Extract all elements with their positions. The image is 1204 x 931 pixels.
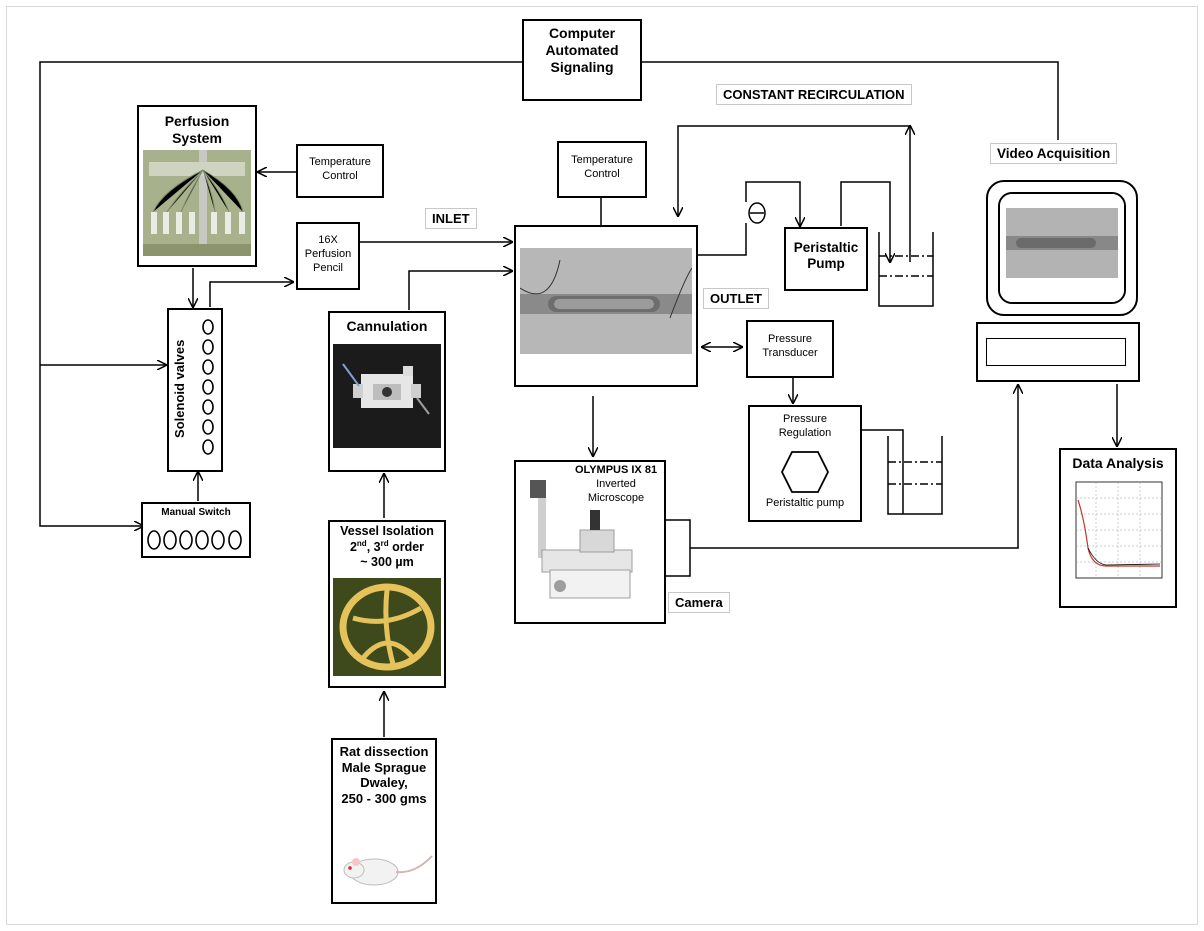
manual-switch-label: Manual Switch <box>161 507 231 518</box>
switch-icons <box>147 530 242 550</box>
camera-tag: Camera <box>668 592 730 613</box>
diagram-frame <box>6 6 1198 925</box>
cannulation-photo <box>333 344 441 448</box>
camera-bracket <box>666 519 691 577</box>
outlet-to-pump-arrow <box>745 181 800 226</box>
computer-box <box>522 19 642 101</box>
pressure-regulation-box <box>748 405 862 522</box>
outlet-tag: OUTLET <box>703 288 769 309</box>
constant-recirculation-tag: CONSTANT RECIRCULATION <box>716 84 912 105</box>
analysis-chart-thumbnail <box>1075 481 1163 579</box>
monitor-display <box>998 192 1126 304</box>
vessel-chamber-photo <box>520 248 692 354</box>
vessel-photo <box>333 578 441 676</box>
solenoid-box <box>167 308 223 472</box>
temp-control-left-box <box>296 144 384 198</box>
hexagon-pump-icon <box>780 451 830 493</box>
video-acquisition-tag: Video Acquisition <box>990 143 1118 164</box>
pencil-box <box>296 222 360 290</box>
microscope-icon <box>530 480 633 599</box>
data-analysis-label: Data Analysis <box>1072 455 1164 471</box>
lower-reservoir <box>887 436 943 515</box>
monitor-drive <box>986 338 1126 366</box>
solenoid-to-pencil-arrow <box>209 282 293 307</box>
rat-icon <box>343 855 433 886</box>
computer-to-manual-switch-wire <box>39 61 524 526</box>
outlet-line <box>697 223 747 256</box>
solenoid-label: Solenoid valves <box>172 339 188 438</box>
perfusion-photo <box>143 150 251 256</box>
cannulation-to-chamber-arrow <box>408 271 512 310</box>
peristaltic-pump-box <box>784 227 868 291</box>
inlet-tag: INLET <box>425 208 477 229</box>
temp-control-mid-box <box>557 141 647 198</box>
vessel-isolation-label: Vessel Isolation 2nd, 3rd order ~ 300 µm <box>340 524 434 570</box>
upper-reservoir <box>878 232 934 307</box>
computer-to-video-wire <box>640 61 1059 140</box>
regulation-to-reservoir-line <box>862 429 904 514</box>
camera-to-video-arrow <box>690 385 1018 549</box>
pump-to-reservoir-arrow <box>840 181 890 262</box>
peristaltic-pump-caption: Peristaltic pump <box>765 497 845 509</box>
recirculation-return-arrow <box>678 125 910 216</box>
pressure-transducer-box <box>746 320 834 378</box>
cannulation-label: Cannulation <box>346 318 428 334</box>
solenoid-valve-icons <box>202 319 214 455</box>
